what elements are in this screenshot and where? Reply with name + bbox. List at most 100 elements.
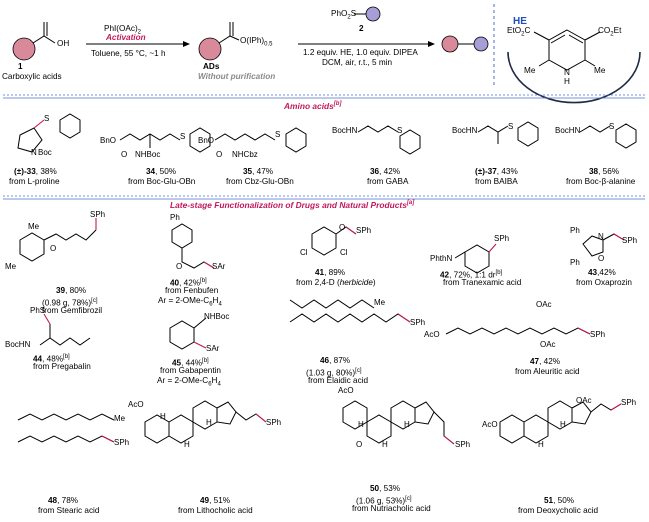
intermediate-label: ADs: [203, 62, 220, 71]
from-41-italic: herbicide: [339, 278, 373, 287]
g39-me2: Me: [5, 262, 17, 271]
section-amino-acids: Amino acids[b]: [284, 101, 341, 111]
note-40-text: Ar = 2-OMe-C: [158, 296, 210, 305]
he-me-right: Me: [594, 66, 606, 75]
g34-nhboc: NHBoc: [135, 150, 161, 159]
from-50: from Nutriacholic acid: [352, 504, 431, 513]
g50-h3: H: [404, 420, 410, 429]
yield-50: , 53%: [379, 484, 401, 493]
yield-38: , 56%: [598, 167, 620, 176]
note-40-tail: H: [212, 296, 219, 305]
condition2a-label: 1.2 equiv. HE, 1.0 equiv. DIPEA: [303, 48, 418, 57]
extra-46-ref: [c]: [355, 368, 362, 374]
reagent2-sub: 2: [347, 14, 351, 21]
label-41: 41, 89%: [315, 268, 345, 278]
g43-n: N: [598, 232, 604, 241]
g51-h2: H: [560, 420, 566, 429]
label-42: 42, 72%, 1:1 dr[b]: [440, 268, 502, 281]
num-33: (±)-33: [14, 167, 36, 176]
g41-cl2: Cl: [340, 248, 348, 257]
g51-h1: H: [538, 440, 544, 449]
intermediate-note: Without purification: [198, 72, 276, 81]
g40-o: O: [176, 262, 183, 271]
num-46: 46: [320, 356, 330, 365]
g39-o: O: [50, 244, 57, 253]
g46-me: Me: [374, 298, 386, 307]
amino-structures: [17, 113, 637, 155]
yield-33: , 38%: [35, 167, 57, 176]
from-35: from Cbz-Glu-OBn: [226, 177, 294, 186]
g47-aco: AcO: [424, 330, 440, 339]
section-divider-2: [3, 195, 645, 200]
num-49: 49: [200, 496, 210, 505]
g49-h3: H: [206, 418, 212, 427]
g41-cl1: Cl: [300, 248, 308, 257]
he-label: HE: [513, 16, 527, 27]
yield-46: , 87%: [329, 356, 351, 365]
g40-ph: Ph: [170, 213, 180, 222]
g44-phs: PhS: [30, 306, 46, 315]
g34-o: O: [121, 150, 128, 159]
extra-50-text: (1.06 g, 53%): [356, 496, 406, 506]
g51-aco: AcO: [482, 420, 498, 429]
g36-bochn: BocHN: [332, 126, 358, 135]
g50-aco: AcO: [338, 386, 354, 395]
g42-phthn: PhthN: [430, 254, 453, 263]
num-39: 39: [56, 286, 66, 295]
extra-46-text: (1.03 g, 80%): [306, 368, 356, 378]
num-45: 45: [172, 358, 182, 368]
g48-sph: SPh: [114, 438, 130, 447]
num-44: 44: [33, 354, 43, 364]
yield-42: , 72%, 1:1 dr: [449, 270, 496, 280]
condition1-label: Toluene, 55 °C, ~1 h: [91, 49, 166, 58]
extra-39-text: (0.98 g, 78%): [42, 298, 92, 308]
g39-me1: Me: [28, 222, 40, 231]
g38-bochn: BocHN: [555, 126, 581, 135]
yield-39: , 80%: [65, 286, 87, 295]
reagent2-number: 2: [359, 24, 364, 33]
from-47: from Aleuritic acid: [515, 367, 580, 376]
g34-bno: BnO: [100, 136, 117, 145]
g45-nhboc: NHBoc: [204, 312, 230, 321]
label-50: 50, 53%: [370, 484, 400, 494]
yield-44: , 48%: [42, 354, 64, 364]
g36-s: S: [397, 126, 403, 135]
num-41: 41: [315, 268, 325, 277]
g33-s: S: [44, 114, 50, 123]
reagent2-tail: S: [350, 9, 357, 18]
note-45-sub1: 6: [208, 381, 212, 388]
num-36: 36: [370, 167, 380, 176]
g49-h1: H: [160, 412, 166, 421]
g35-bno: BnO: [198, 136, 215, 145]
g41-o: O: [339, 223, 346, 232]
g37-bochn: BocHN: [452, 126, 478, 135]
from-43: from Oxaprozin: [576, 278, 632, 287]
extra-39-ref: [c]: [91, 298, 98, 304]
yield-43: ,42%: [597, 268, 616, 277]
label-36: 36, 42%: [370, 167, 400, 177]
from-37: from BAIBA: [475, 177, 518, 186]
acid-oh-group: OH: [57, 39, 70, 48]
g47-sph: SPh: [590, 330, 606, 339]
g48-me: Me: [114, 414, 126, 423]
yield-44-ref: [b]: [63, 354, 70, 360]
label-35: 35, 47%: [243, 167, 273, 177]
section-drugs-title: Late-stage Functionalization of Drugs an…: [170, 200, 407, 210]
from-33: from L-proline: [9, 177, 60, 186]
g38-s: S: [609, 122, 615, 131]
from-44: from Pregabalin: [33, 362, 91, 371]
reagent2-text: PhO: [331, 9, 348, 18]
product-circle-1: [441, 35, 459, 53]
yield-51: , 50%: [553, 496, 575, 505]
he-left-sub: 2: [521, 31, 525, 38]
g35-o: O: [216, 150, 223, 159]
g49-aco: AcO: [128, 400, 144, 409]
yield-40: , 42%: [179, 278, 201, 288]
yield-41: , 89%: [324, 268, 346, 277]
from-34: from Boc-Glu-OBn: [128, 177, 196, 186]
label-45: 45, 44%[b]: [172, 356, 209, 369]
num-38: 38: [589, 167, 599, 176]
g42-sph: SPh: [494, 234, 510, 243]
reagent1-sub: 2: [137, 29, 142, 36]
num-47: 47: [530, 357, 540, 366]
